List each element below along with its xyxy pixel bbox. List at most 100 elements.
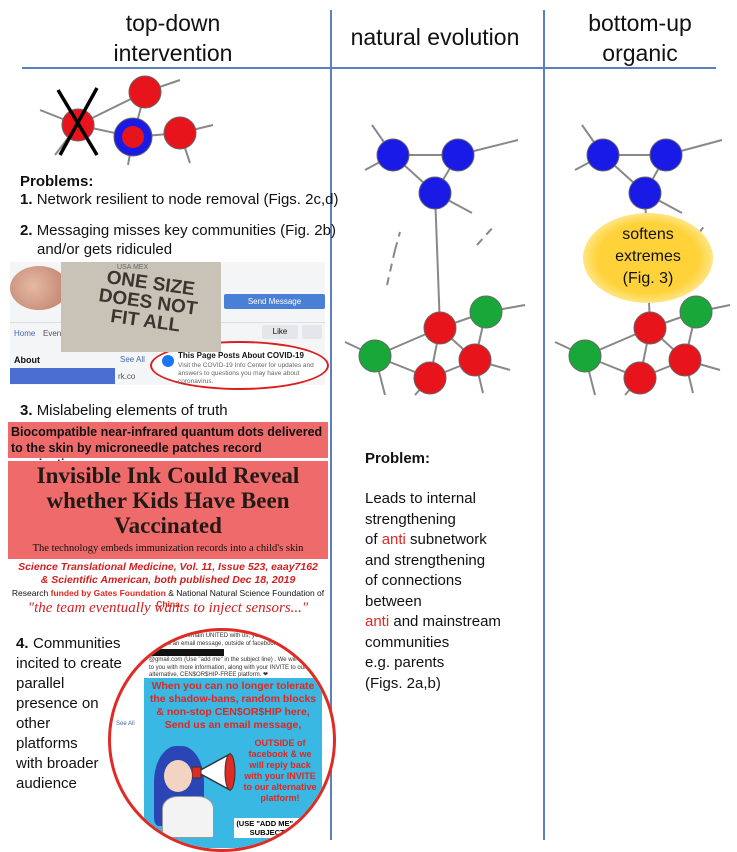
- middle-text-line: e.g. parents: [365, 653, 535, 674]
- woman-face: [164, 760, 192, 792]
- megaphone-icon: [192, 752, 236, 792]
- softens-extremes-text: softens extremes (Fig. 3): [583, 224, 713, 290]
- header-natural-evolution: natural evolution: [350, 24, 520, 50]
- problem-3-num: 3.: [20, 402, 33, 419]
- middle-text-line: of anti subnetwork: [365, 530, 535, 551]
- tab-home[interactable]: Home: [14, 329, 36, 338]
- research-mid: & National Natural Science Foundation of: [165, 588, 325, 598]
- citation-line1: Science Translational Medicine, Vol. 11,…: [18, 561, 318, 573]
- profile-photo: [10, 266, 68, 310]
- like-button-label: Like: [272, 327, 288, 336]
- clothing-label-photo: USA MEX ONE SIZE DOES NOT FIT ALL: [61, 262, 221, 352]
- problem-2-num: 2.: [20, 222, 33, 239]
- node-red: [163, 116, 197, 150]
- node-red: [668, 343, 702, 377]
- article-subhead: The technology embeds immunization recor…: [8, 539, 328, 559]
- problem-4-line: platforms: [16, 735, 78, 752]
- middle-text-segment: Leads to internal: [365, 490, 476, 507]
- middle-text-line: strengthening: [365, 510, 535, 531]
- node-red: [633, 311, 667, 345]
- bubble-line2: extremes: [615, 248, 681, 265]
- problem-4-text: Communities incited to create parallel p…: [16, 634, 126, 794]
- search-icon[interactable]: [302, 325, 322, 339]
- node-blue: [376, 138, 410, 172]
- middle-text-segment: of connections: [365, 572, 462, 589]
- url-fragment: rk.co: [118, 372, 136, 381]
- middle-text-segment: (Figs. 2a,b): [365, 674, 441, 692]
- middle-text-segment: communities: [365, 633, 450, 651]
- node-red: [623, 361, 657, 395]
- problem-1: 1. Network resilient to node removal (Fi…: [20, 190, 338, 210]
- node-green: [358, 339, 392, 373]
- header-top-down-line1: top-down: [125, 10, 221, 36]
- edge-dashed: [394, 231, 401, 251]
- citation: Science Translational Medicine, Vol. 11,…: [8, 561, 328, 587]
- node-blue: [628, 176, 662, 210]
- middle-text-segment: and strengthening: [365, 551, 486, 569]
- problem-4-line: Communities: [33, 635, 121, 652]
- node-red: [128, 75, 162, 109]
- email-redaction: [149, 649, 224, 656]
- middle-text-line: anti and mainstream: [365, 612, 535, 633]
- node-red: [413, 361, 447, 395]
- blue-redaction: [10, 368, 115, 384]
- middle-text-segment: between: [365, 592, 422, 610]
- middle-problem-title: Problem:: [365, 450, 431, 467]
- quote: "the team eventually wants to inject sen…: [27, 600, 309, 616]
- header-top-down: top-down intervention: [88, 8, 258, 68]
- citation-line2: & Scientific American, both published De…: [40, 574, 296, 586]
- send-message-button[interactable]: Send Message: [224, 294, 325, 309]
- edge-dashed: [386, 249, 396, 286]
- edge-dashed: [476, 224, 496, 246]
- problem-4-line: presence on: [16, 695, 99, 712]
- bubble-line3: (Fig. 3): [622, 270, 674, 287]
- panel-head: When you can no longer tolerate the shad…: [149, 680, 317, 731]
- header-divider: [22, 67, 716, 69]
- social-see-all[interactable]: See All: [116, 721, 135, 727]
- header-bottom-up-line2: organic: [602, 40, 678, 66]
- problem-4-line: incited to create: [16, 655, 122, 672]
- node-green: [679, 295, 713, 329]
- social-small-text: If you wish to remain UNITED with us, yo…: [149, 633, 314, 647]
- column-divider-left: [330, 10, 332, 840]
- edge: [434, 192, 441, 329]
- problem-2-text-1: Messaging misses key communities (Fig. 2…: [36, 222, 336, 239]
- middle-text-segment: strengthening: [365, 510, 456, 528]
- middle-text-line: communities: [365, 633, 535, 654]
- middle-text-segment: and mainstream: [389, 613, 501, 630]
- problem-4-line: parallel: [16, 675, 65, 692]
- middle-text-line: between: [365, 592, 535, 613]
- softens-extremes-bubble: [583, 213, 713, 303]
- problem-3: 3. Mislabeling elements of truth: [20, 401, 228, 421]
- node-blue: [649, 138, 683, 172]
- bubble-line1: softens: [622, 226, 674, 243]
- middle-problem-text: Leads to internal strengthening of anti su…: [365, 489, 535, 694]
- funded-by: funded by Gates Foundation: [50, 588, 166, 598]
- x-mark: [56, 87, 99, 156]
- header-top-down-line2: intervention: [113, 40, 233, 66]
- node-green: [568, 339, 602, 373]
- middle-text-line: Leads to internal: [365, 489, 535, 510]
- node-blue-inner: [122, 126, 144, 148]
- middle-text-line: and strengthening: [365, 551, 535, 572]
- node-blue: [418, 176, 452, 210]
- node-blue: [441, 138, 475, 172]
- problem-2-text-2: and/or gets ridiculed: [37, 241, 173, 258]
- problem-4-line: audience: [16, 775, 77, 792]
- middle-text-line: (Figs. 2a,b): [365, 674, 535, 695]
- covid-body: Visit the COVID-19 Info Center for updat…: [178, 362, 314, 385]
- node-blue: [586, 138, 620, 172]
- problem-4-line: with broader: [16, 755, 99, 772]
- panel-bottom: (USE "ADD ME" IN THE SUBJECT LINE): [234, 818, 322, 838]
- tab-events[interactable]: Event: [43, 329, 64, 338]
- node-red: [458, 343, 492, 377]
- see-all-link[interactable]: See All: [120, 355, 145, 364]
- research-prefix: Research: [11, 588, 51, 598]
- covid-title: This Page Posts About COVID-19: [178, 351, 304, 360]
- like-button[interactable]: Like: [262, 325, 298, 339]
- header-bottom-up-line1: bottom-up: [588, 10, 692, 36]
- problems-title: Problems:: [20, 173, 94, 190]
